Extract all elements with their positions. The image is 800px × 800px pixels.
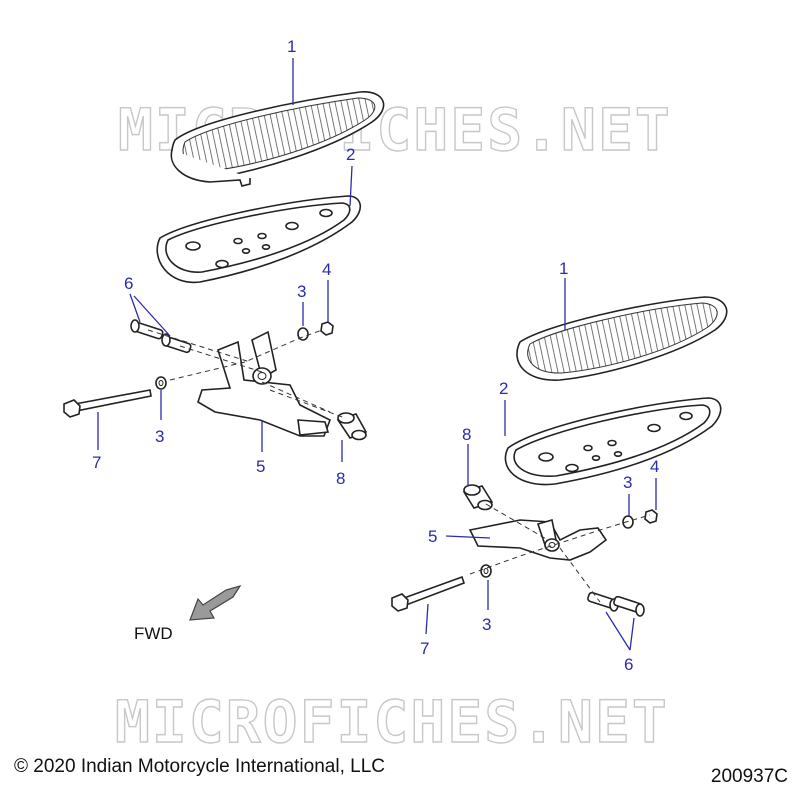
left-floorboard-base <box>156 195 361 284</box>
left-washer-lower <box>155 376 167 390</box>
callout-right-4: 4 <box>650 457 659 476</box>
left-floorboard-pad <box>170 91 385 187</box>
left-spacer <box>336 412 368 441</box>
right-floorboard-base <box>504 397 722 486</box>
callout-left-6: 6 <box>124 274 133 293</box>
forward-label: FWD <box>134 624 173 643</box>
left-nut-upper <box>320 321 334 336</box>
left-bolt-pair <box>130 319 192 354</box>
callout-left-3-lower: 3 <box>155 427 164 446</box>
right-washer-upper <box>622 515 634 529</box>
callout-right-3-lower: 3 <box>482 615 491 634</box>
callout-left-7: 7 <box>92 453 101 472</box>
forward-arrow-icon <box>189 584 242 621</box>
callout-left-8: 8 <box>336 469 345 488</box>
callout-left-3-upper: 3 <box>297 282 306 301</box>
callout-right-7: 7 <box>420 639 429 658</box>
callout-right-6: 6 <box>624 655 633 674</box>
right-long-bolt <box>391 575 466 612</box>
right-spacer <box>462 484 494 511</box>
callout-left-2: 2 <box>346 145 355 164</box>
watermark-bottom: MICROFICHES.NET <box>115 688 669 756</box>
right-bracket <box>468 518 608 561</box>
callout-right-3-upper: 3 <box>623 473 632 492</box>
callout-left-5: 5 <box>256 457 265 476</box>
right-nut-upper <box>644 509 658 524</box>
callout-left-4: 4 <box>322 260 331 279</box>
diagram-part-number: 200937C <box>710 766 788 787</box>
copyright-notice: © 2020 Indian Motorcycle International, … <box>14 756 385 777</box>
right-floorboard-pad <box>516 296 728 381</box>
callout-right-8: 8 <box>462 425 471 444</box>
callout-right-5: 5 <box>428 527 437 546</box>
callout-right-2: 2 <box>499 379 508 398</box>
callout-right-1: 1 <box>559 259 568 278</box>
left-bracket <box>197 330 332 437</box>
right-washer-lower <box>480 564 492 578</box>
left-long-bolt <box>63 389 152 418</box>
left-washer-upper <box>297 327 309 341</box>
callout-left-1: 1 <box>287 37 296 56</box>
right-bolt-pair <box>587 591 645 617</box>
